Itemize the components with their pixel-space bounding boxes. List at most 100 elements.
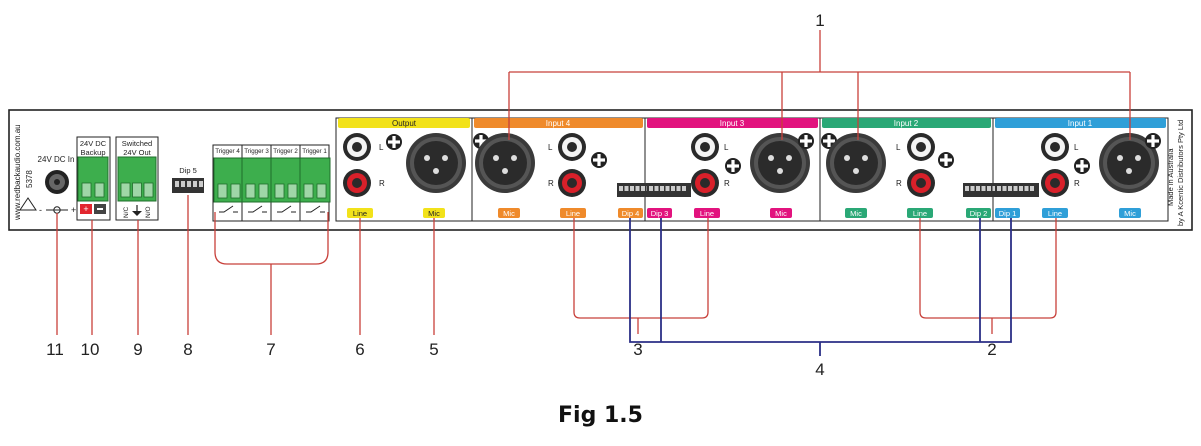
callout-4: 4	[815, 360, 824, 379]
output-xlr[interactable]	[406, 133, 466, 193]
input3-rca-right[interactable]	[691, 169, 719, 197]
dip1-switch[interactable]	[995, 183, 1039, 197]
trigger-switch-icons	[219, 205, 325, 213]
input4-rca-left[interactable]	[558, 133, 586, 161]
dip2-tag-text: Dip 2	[970, 209, 988, 218]
switched-out-terminal[interactable]	[117, 156, 157, 202]
switched-out-box	[115, 136, 159, 221]
model-number: 5378	[25, 170, 34, 188]
callout-3: 3	[633, 340, 642, 359]
input2-side-screw-icon	[938, 152, 954, 168]
output-line-tag	[347, 208, 373, 218]
trigger-2-label: Trigger 2	[273, 148, 298, 155]
input2-rca-left[interactable]	[907, 133, 935, 161]
callout-8: 8	[183, 340, 192, 359]
callout-6: 6	[355, 340, 364, 359]
output-l-label: L	[379, 143, 384, 152]
input4-mic-tag	[498, 208, 520, 218]
trigger-4-label: Trigger 4	[215, 148, 240, 155]
switched-out-label-2: 24V Out	[123, 148, 151, 157]
input1-side-screw-icon	[1074, 158, 1090, 174]
input4-xlr[interactable]	[475, 133, 535, 193]
no-label: N/O	[145, 206, 152, 218]
callout-10: 10	[81, 340, 100, 359]
input3-line-tag	[694, 208, 720, 218]
dc-in-label: 24V DC In	[38, 155, 75, 164]
callout-2-leader	[919, 218, 1057, 334]
trigger-1-terminal[interactable]	[299, 157, 331, 203]
dc-backup-box	[76, 136, 111, 221]
input1-r-label: R	[1074, 179, 1080, 188]
dip3-tag-text: Dip 3	[651, 209, 669, 218]
dip3-switch[interactable]	[647, 183, 691, 197]
input1-header: Input 1	[995, 118, 1166, 128]
input2-header: Input 2	[822, 118, 991, 128]
input3-mic-tag-text: Mic	[775, 209, 787, 218]
input3-rca-left[interactable]	[691, 133, 719, 161]
input2-rca-right[interactable]	[907, 169, 935, 197]
output-rca-left[interactable]	[343, 133, 371, 161]
input3-r-label: R	[724, 179, 730, 188]
input4-title: Input 4	[546, 119, 571, 128]
trigger-2-terminal[interactable]	[270, 157, 302, 203]
callout-5: 5	[429, 340, 438, 359]
ground-icon	[132, 205, 142, 216]
callout-4-leader	[629, 218, 1012, 356]
input2-line-tag	[907, 208, 933, 218]
callout-1: 1	[815, 11, 824, 30]
input4-side-screw-icon	[591, 152, 607, 168]
dc-backup-label-1: 24V DC	[80, 139, 107, 148]
dip1-tag	[995, 208, 1020, 218]
trigger-3-terminal[interactable]	[241, 157, 273, 203]
dc-backup-label-2: Backup	[80, 148, 105, 157]
input4-rca-right[interactable]	[558, 169, 586, 197]
dc-polarity-minus: -	[39, 205, 42, 215]
output-rca-right[interactable]	[343, 169, 371, 197]
dip5-label: Dip 5	[179, 166, 197, 175]
trigger-1-label: Trigger 1	[302, 148, 327, 155]
input1-rca-left[interactable]	[1041, 133, 1069, 161]
trigger-4-terminal[interactable]	[213, 157, 245, 203]
output-line-tag-text: Line	[353, 209, 367, 218]
compliance-mark-icon	[19, 197, 37, 211]
nc-label: N/C	[123, 207, 130, 219]
output-header: Output	[338, 118, 470, 128]
dip2-tag	[966, 208, 991, 218]
callout-1-leader	[508, 30, 1131, 140]
callout-9: 9	[133, 340, 142, 359]
dip4-tag-text: Dip 4	[622, 209, 640, 218]
input1-mic-tag	[1119, 208, 1141, 218]
input1-title: Input 1	[1068, 119, 1093, 128]
callout-7-leader	[214, 212, 329, 335]
input2-r-label: R	[896, 179, 902, 188]
dc-in-jack[interactable]	[45, 170, 69, 194]
trigger-3-label: Trigger 3	[244, 148, 269, 155]
input4-header: Input 4	[474, 118, 643, 128]
input2-mic-tag	[845, 208, 867, 218]
input3-mic-tag	[770, 208, 792, 218]
input1-line-tag-text: Line	[1048, 209, 1062, 218]
rear-panel	[8, 109, 1193, 231]
plus-icon-glyph: +	[83, 204, 88, 214]
input4-r-label: R	[548, 179, 554, 188]
output-r-label: R	[379, 179, 385, 188]
input1-screw-icon	[1145, 133, 1161, 149]
input2-l-label: L	[896, 143, 901, 152]
dc-backup-terminal[interactable]	[77, 156, 109, 202]
output-mic-tag	[423, 208, 445, 218]
callout-3-leader	[573, 218, 709, 334]
switched-out-label-1: Switched	[122, 139, 152, 148]
dip4-tag	[618, 208, 643, 218]
callout-2: 2	[987, 340, 996, 359]
input2-xlr[interactable]	[826, 133, 886, 193]
input2-title: Input 2	[894, 119, 919, 128]
input1-rca-right[interactable]	[1041, 169, 1069, 197]
output-screw-icon	[386, 134, 402, 150]
dip3-tag	[647, 208, 672, 218]
output-mic-tag-text: Mic	[428, 209, 440, 218]
dip5-switch[interactable]	[172, 178, 204, 193]
dc-polarity-plus: +	[71, 205, 76, 215]
input2-line-tag-text: Line	[913, 209, 927, 218]
input2-mic-tag-text: Mic	[850, 209, 862, 218]
